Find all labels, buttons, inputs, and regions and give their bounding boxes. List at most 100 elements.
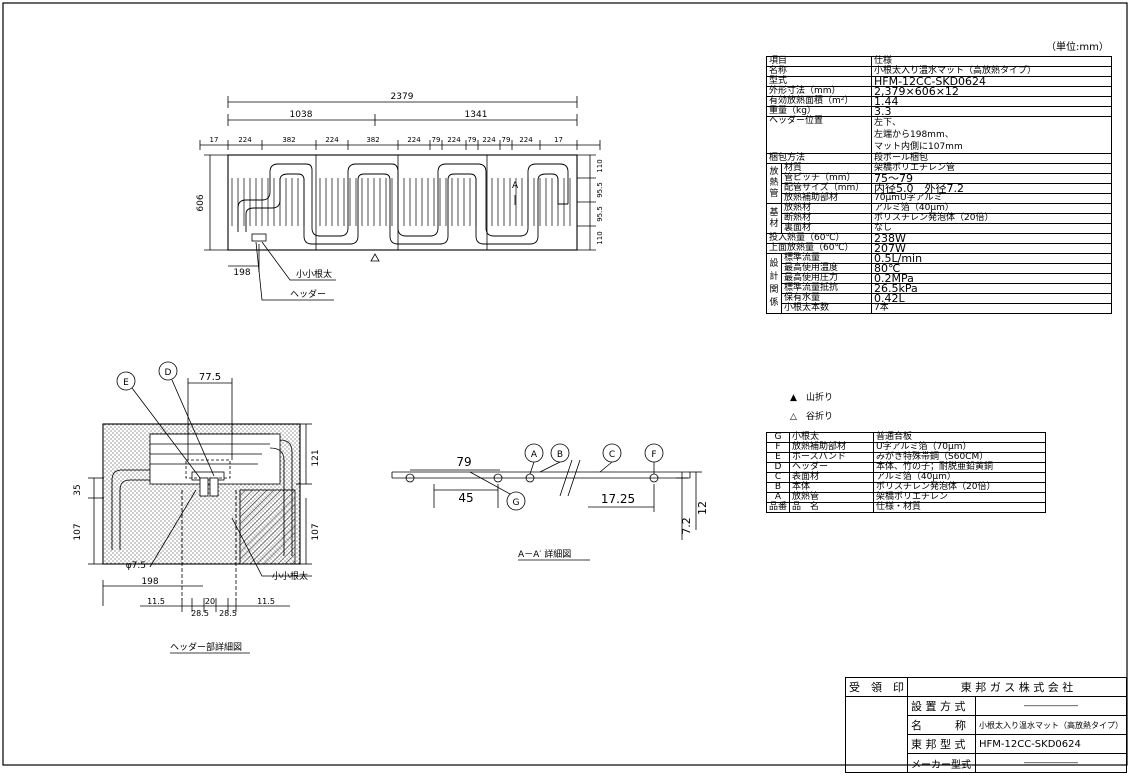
parts-material: 本体、竹の子；耐脱亜鉛黄銅 (873, 462, 1046, 473)
spec-value: なし (871, 223, 1112, 234)
hd-dim-28-5b: 28.5 (219, 609, 237, 618)
spec-value: 238W (871, 233, 1112, 244)
parts-header-name: 品 名 (789, 502, 875, 513)
spec-label: ヘッダー位置 (766, 116, 872, 154)
header-pos-line3: マット内側に107mm (874, 142, 963, 152)
spec-value: 0.5L/min (871, 253, 1112, 264)
legend-valley-fold: △ 谷折り (790, 409, 833, 422)
aa-dim-79: 79 (456, 455, 471, 469)
parts-no: G (765, 432, 791, 443)
spec-label: 上面放熱量（60℃） (766, 243, 872, 254)
spec-value: 70μmU字アルミ (871, 193, 1112, 204)
dim-segment: 382 (282, 136, 295, 144)
hd-dim-107a: 107 (73, 523, 83, 540)
aa-dim-12: 12 (696, 501, 709, 515)
dim-height: 606 (196, 194, 206, 211)
parts-header-material: 仕様・材質 (873, 502, 1046, 513)
parts-name: 放熱管 (789, 492, 875, 503)
parts-material: ポリスチレン発泡体（20倍） (873, 482, 1046, 493)
legend-text: 山折り (805, 393, 833, 403)
hd-dim-107b: 107 (311, 523, 321, 540)
dim-segment: 79 (432, 136, 441, 144)
hd-dim-28-5a: 28.5 (191, 609, 209, 618)
dim-segment: 224 (519, 136, 533, 144)
hd-dim-77-5: 77.5 (199, 372, 221, 383)
dim-right: 1341 (465, 110, 488, 120)
dim-segment: 224 (447, 136, 461, 144)
spec-value: 1.44 (871, 96, 1112, 107)
tb-label: 東 邦 型 式 (907, 734, 976, 754)
tb-label: 設 置 方 式 (907, 696, 976, 716)
header-pos-line1: 左下、 (874, 118, 902, 128)
spec-value: 0.42L (871, 293, 1112, 304)
dim-side-b: 95.5 (596, 182, 604, 198)
label-header: ヘッダー (290, 288, 326, 300)
spec-label: 放熱補助部材 (781, 193, 872, 204)
hd-dim-20: 20 (205, 597, 215, 606)
parts-material: アルミ箔（40μm） (873, 472, 1046, 483)
mat-outline (227, 154, 578, 251)
dim-segment: 224 (482, 136, 496, 144)
spec-value: 2,379×606×12 (871, 86, 1112, 97)
spec-label: 標準流量 (781, 253, 872, 264)
spec-label: 断熱材 (781, 213, 872, 224)
dim-side-d: 110 (596, 231, 604, 244)
dim-segment: 17 (210, 136, 219, 144)
parts-header-row: 品番品 名仕様・材質 (765, 502, 1046, 513)
stamp-label: 受 領 印 (845, 677, 908, 697)
spec-value: アルミ箔（40μm） (871, 203, 1112, 214)
header-detail-title: ヘッダー部詳細図 (170, 641, 242, 653)
plan-view (199, 96, 601, 301)
header-box (251, 233, 267, 242)
parts-name: ヘッダー (789, 462, 875, 473)
spec-label: 有効放熱面積（m²） (766, 96, 872, 107)
spec-label: 裏面材 (781, 223, 872, 234)
spec-label: 名称 (766, 66, 872, 77)
parts-name: 表面材 (789, 472, 875, 483)
parts-no: E (765, 452, 791, 463)
spec-label: 小根太本数 (781, 303, 872, 314)
dim-segment: 382 (366, 136, 379, 144)
dim-side-c: 95.5 (596, 206, 604, 222)
section-mark-a: A (512, 181, 519, 191)
group-houne: 放熱管 (766, 163, 782, 204)
spec-value: 左下、 左端から198mm、 マット内側に107mm (871, 116, 1112, 154)
dim-header-offset: 198 (233, 268, 250, 278)
parts-material: U字アルミ箔（70μm） (873, 442, 1046, 453)
dim-total: 2379 (391, 92, 414, 102)
hd-dim-35: 35 (73, 484, 83, 495)
parts-name: 放熱補助部材 (789, 442, 875, 453)
spec-label: 外形寸法（mm） (766, 86, 872, 97)
legend-text: 谷折り (805, 412, 833, 422)
dim-left: 1038 (290, 110, 313, 120)
dim-side-a: 110 (596, 159, 604, 172)
spec-value: 段ボール梱包 (871, 153, 1112, 164)
spec-label: 項目 (766, 56, 872, 67)
fold-legend: ▲ 山折り △ 谷折り (790, 390, 833, 422)
spec-label: 投入熱量（60℃） (766, 233, 872, 244)
section-aa-view (391, 443, 702, 540)
legend-mountain-fold: ▲ 山折り (790, 390, 833, 403)
unit-label: （単位:mm） (1046, 42, 1109, 53)
spec-value: 内径5.0 外径7.2 (871, 183, 1112, 194)
callout-d: D (165, 368, 172, 378)
hd-dim-phi: φ7.5 (126, 561, 146, 571)
spec-label: 標準流量抵抗 (781, 283, 872, 294)
spec-value: ポリスチレン発泡体（20倍） (871, 213, 1112, 224)
parts-material: 架橋ポリエチレン (873, 492, 1046, 503)
spec-value: 3.3 (871, 106, 1112, 117)
parts-no: D (765, 462, 791, 473)
dim-segment: 17 (554, 136, 563, 144)
group-design: 設計関係 (766, 253, 782, 314)
spec-label: 最高使用圧力 (781, 273, 872, 284)
aa-dim-17-25: 17.25 (601, 492, 635, 506)
tb-value: HFM-12CC-SKD0624 (975, 734, 1127, 754)
